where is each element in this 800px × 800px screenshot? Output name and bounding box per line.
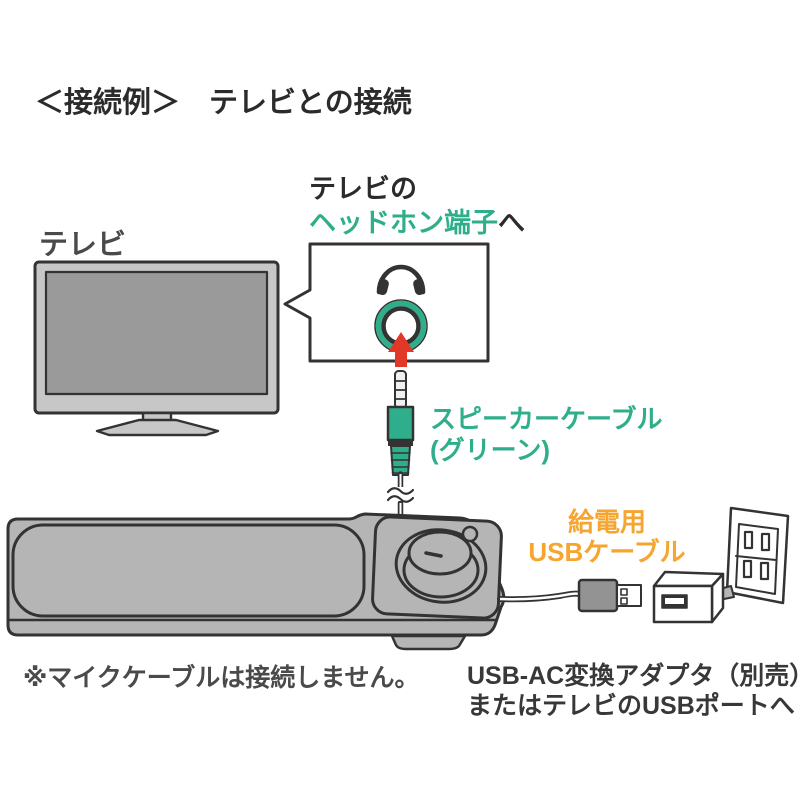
usb-adapter-note: USB-AC変換アダプタ（別売） またはテレビのUSBポートへ [467, 661, 800, 721]
power-led [461, 525, 479, 543]
usb-note-line2: またはテレビのUSBポートへ [467, 692, 795, 720]
callout-line1: テレビの [309, 174, 417, 204]
ac-adapter-icon [652, 570, 725, 624]
tv-illustration [33, 260, 280, 437]
callout-line2: ヘッドホン端子へ [309, 206, 525, 240]
outlet-slot [759, 561, 770, 581]
usb-cable-line1: 給電用 [567, 507, 646, 537]
soundbar-illustration [6, 512, 506, 651]
usb-cable-line2: USBケーブル [528, 537, 686, 567]
usb-plug-icon [577, 578, 642, 613]
outlet-slot [742, 559, 753, 579]
usb-cable-label: 給電用 USBケーブル [512, 507, 702, 567]
usb-cable-line [497, 590, 583, 603]
knob-mark [424, 551, 443, 558]
tv-screen [44, 270, 269, 396]
callout-suffix: へ [498, 208, 525, 238]
soundbar-grille [11, 523, 366, 618]
wall-outlet-icon [725, 506, 790, 605]
usb-note-line1: USB-AC変換アダプタ（別売） [467, 662, 800, 690]
callout-highlight: ヘッドホン端子 [309, 208, 498, 238]
callout-label: テレビの ヘッドホン端子へ [309, 172, 525, 240]
cable-break-icon [386, 487, 415, 503]
speaker-cable-line2: (グリーン) [430, 435, 551, 465]
outlet-slot [743, 530, 754, 550]
volume-knob [394, 528, 488, 604]
speaker-cable-label: スピーカーケーブル (グリーン) [430, 404, 662, 466]
audio-plug-icon [386, 370, 415, 476]
callout-box [283, 242, 490, 363]
tv-stand-base [95, 418, 220, 437]
soundbar-foot [390, 634, 467, 651]
mic-note: ※マイクケーブルは接続しません。 [23, 664, 420, 692]
outlet-slot [760, 532, 771, 552]
up-arrow-icon [388, 332, 414, 367]
headphone-icon [376, 264, 426, 296]
page-title: ＜接続例＞ テレビとの接続 [35, 87, 412, 119]
speaker-cable-line1: スピーカーケーブル [430, 404, 663, 434]
tv-label: テレビ [39, 229, 127, 261]
